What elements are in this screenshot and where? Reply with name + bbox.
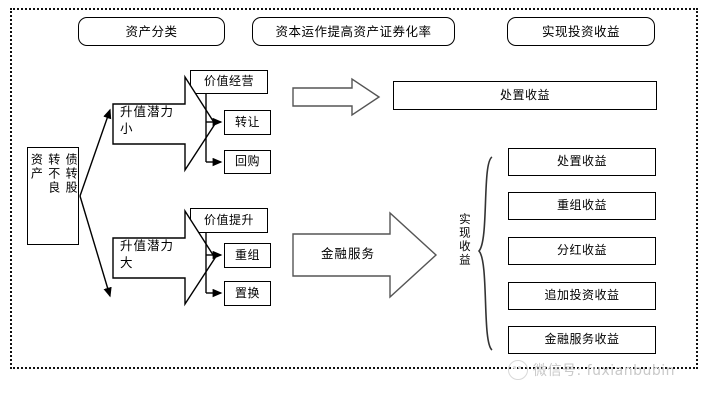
node-label: 债转股 转不良 资产	[29, 153, 79, 195]
watermark-text: 微信号: fuxianbubin	[533, 363, 676, 379]
node-transfer[interactable]: 转让	[224, 110, 271, 135]
node-debt-to-equity[interactable]: 债转股 转不良 资产	[27, 147, 79, 245]
label-high-appreciation: 升值潜力 大	[120, 238, 175, 270]
node-dividend-income[interactable]: 分红收益	[508, 237, 656, 265]
node-asset-classification[interactable]: 资产分类	[78, 17, 225, 46]
node-capital-operation[interactable]: 资本运作提高资产证券化率	[252, 17, 455, 46]
node-label: 重组收益	[556, 198, 607, 213]
node-label: 追加投资收益	[544, 288, 620, 303]
node-label: 资产分类	[125, 23, 178, 39]
label-low-appreciation: 升值潜力 小	[120, 104, 175, 136]
node-label: 价值经营	[203, 74, 254, 89]
node-disposal-income[interactable]: 处置收益	[508, 148, 656, 176]
node-label: 金融服务收益	[544, 332, 620, 347]
node-realize-investment-return[interactable]: 实现投资收益	[507, 17, 655, 46]
node-label: 价值提升	[203, 212, 254, 227]
node-financial-service-income[interactable]: 金融服务收益	[508, 326, 656, 354]
label-financial-service: 金融服务	[320, 246, 375, 261]
node-label: 分红收益	[556, 243, 607, 258]
node-restructuring-income[interactable]: 重组收益	[508, 192, 656, 220]
node-label: 处置收益	[499, 87, 550, 102]
node-repurchase[interactable]: 回购	[224, 150, 271, 174]
diagram-dotted-border	[10, 8, 698, 369]
node-restructuring[interactable]: 重组	[224, 243, 271, 268]
node-label: 置换	[234, 285, 260, 300]
wechat-watermark: 微信号: fuxianbubin	[508, 360, 675, 380]
node-label: 实现投资收益	[541, 23, 620, 39]
node-label: 转让	[234, 114, 260, 129]
label-realize-income: 实现收益	[457, 213, 472, 267]
node-disposal-income-top[interactable]: 处置收益	[393, 81, 657, 110]
node-label: 资本运作提高资产证券化率	[275, 23, 432, 39]
node-value-enhancement[interactable]: 价值提升	[190, 208, 268, 233]
node-value-operation[interactable]: 价值经营	[190, 70, 268, 94]
wechat-logo-icon	[508, 360, 528, 380]
node-label: 处置收益	[556, 154, 607, 169]
node-additional-investment-income[interactable]: 追加投资收益	[508, 282, 656, 310]
node-label: 重组	[234, 247, 260, 262]
node-replacement[interactable]: 置换	[224, 281, 271, 306]
node-label: 回购	[234, 154, 260, 169]
